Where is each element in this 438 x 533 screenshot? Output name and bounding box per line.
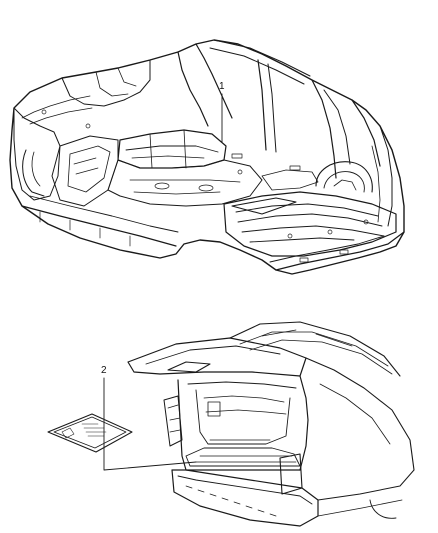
callout-2-leader	[103, 377, 197, 471]
callout-1-label: 1	[219, 81, 225, 92]
floor-pan-body-shell	[9, 39, 405, 275]
label-decal-part	[47, 413, 133, 453]
callout-2-label: 2	[101, 365, 107, 376]
vehicle-rear-liftgate-view	[127, 321, 415, 527]
